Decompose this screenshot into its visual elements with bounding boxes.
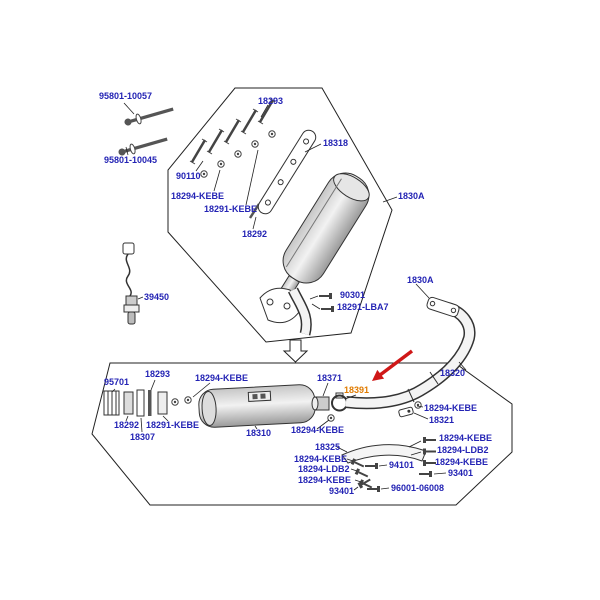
- part-label-93401-b[interactable]: 93401: [329, 486, 355, 496]
- part-label-18307[interactable]: 18307: [130, 432, 156, 442]
- part-label-18291-lba7[interactable]: 18291-LBA7: [337, 302, 389, 312]
- part-label-18391-highlighted[interactable]: 18391: [344, 385, 370, 395]
- part-label-18291-kebe-a[interactable]: 18291-KEBE: [204, 204, 258, 214]
- coupling-illustration: [311, 396, 330, 411]
- small-fastener-icons: [327, 401, 437, 493]
- part-label-18294-kebe-f[interactable]: 18294-KEBE: [435, 457, 489, 467]
- part-label-95801-10057[interactable]: 95801-10057: [99, 91, 153, 101]
- part-label-1830a-b[interactable]: 1830A: [407, 275, 434, 285]
- heat-shield-illustration: [341, 444, 427, 464]
- down-arrow-icon: [282, 339, 309, 363]
- part-label-18294-kebe-c[interactable]: 18294-KEBE: [424, 403, 478, 413]
- leader-lines: [111, 102, 467, 491]
- part-label-39450[interactable]: 39450: [144, 292, 170, 302]
- part-label-18294-ldb2-b[interactable]: 18294-LDB2: [298, 464, 350, 474]
- stud-set-illustration: [188, 97, 277, 219]
- exhaust-pipe-illustration: [345, 296, 476, 410]
- part-label-18294-ldb2-a[interactable]: 18294-LDB2: [437, 445, 489, 455]
- bolt-95801-illustrations: [118, 107, 174, 156]
- part-label-18310[interactable]: 18310: [246, 428, 272, 438]
- lower-muffler-illustration: [198, 384, 316, 428]
- part-label-18292-b[interactable]: 18292: [114, 420, 140, 430]
- part-label-18294-kebe-d[interactable]: 18294-KEBE: [291, 425, 345, 435]
- part-label-90301[interactable]: 90301: [340, 290, 366, 300]
- part-label-18318[interactable]: 18318: [323, 138, 349, 148]
- muffler-assembly-illustration: [259, 172, 370, 336]
- part-label-90110[interactable]: 90110: [176, 171, 201, 181]
- part-label-95801-10045[interactable]: 95801-10045: [104, 155, 158, 165]
- part-label-1830a-a[interactable]: 1830A: [398, 191, 425, 201]
- part-label-18371[interactable]: 18371: [317, 373, 343, 383]
- part-label-18294-kebe-a[interactable]: 18294-KEBE: [171, 191, 225, 201]
- part-label-18321[interactable]: 18321: [429, 415, 455, 425]
- highlight-arrow: [372, 349, 414, 381]
- part-label-18292-a[interactable]: 18292: [242, 229, 268, 239]
- part-label-18294-kebe-e[interactable]: 18294-KEBE: [439, 433, 493, 443]
- part-label-18293-b[interactable]: 18293: [145, 369, 171, 379]
- upper-parts-outline: [167, 87, 393, 343]
- part-label-18293-a[interactable]: 18293: [258, 96, 284, 106]
- part-label-18294-kebe-b[interactable]: 18294-KEBE: [195, 373, 249, 383]
- part-label-18294-kebe-g[interactable]: 18294-KEBE: [294, 454, 348, 464]
- part-label-18320[interactable]: 18320: [440, 368, 466, 378]
- part-label-18291-kebe-b[interactable]: 18291-KEBE: [146, 420, 200, 430]
- part-label-96001-06008[interactable]: 96001-06008: [391, 483, 445, 493]
- gasket-stack-illustration: [103, 389, 192, 417]
- part-label-94101[interactable]: 94101: [389, 460, 415, 470]
- part-label-18325[interactable]: 18325: [315, 442, 341, 452]
- part-label-95701[interactable]: 95701: [104, 377, 130, 387]
- part-label-93401-a[interactable]: 93401: [448, 468, 474, 478]
- oxygen-sensor-illustration: [122, 242, 140, 325]
- gasket-strip-illustration: [257, 129, 317, 215]
- part-label-18294-kebe-h[interactable]: 18294-KEBE: [298, 475, 352, 485]
